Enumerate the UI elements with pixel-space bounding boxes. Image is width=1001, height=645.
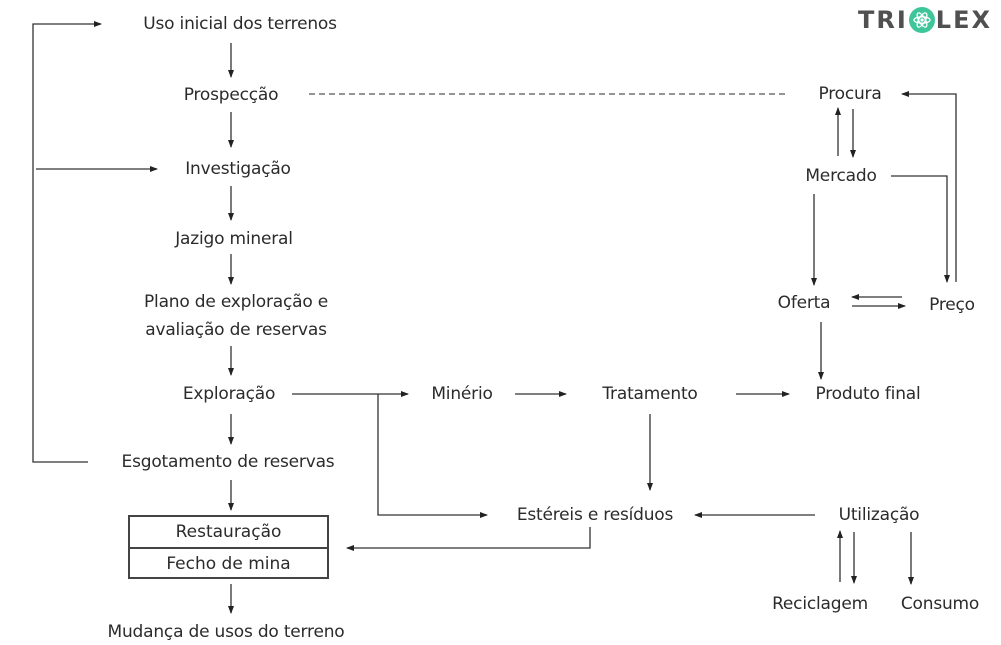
node-produto-final: Produto final [815, 384, 921, 404]
arrow-mercado-to-preco [891, 175, 950, 283]
node-consumo: Consumo [900, 594, 980, 614]
logo-text-left: TRI [858, 6, 908, 34]
node-minerio: Minério [431, 384, 493, 404]
loop-esgotamento-to-uso [32, 21, 102, 463]
logo-text-right: LEX [935, 6, 992, 34]
node-exploracao: Exploração [182, 384, 276, 404]
arrow-estereis-to-box [346, 527, 591, 551]
node-fecho-de-mina: Fecho de mina [130, 547, 327, 579]
node-plano-line2: avaliação de reservas [145, 320, 327, 340]
node-esgotamento: Esgotamento de reservas [121, 452, 335, 472]
node-jazigo: Jazigo mineral [175, 229, 293, 249]
node-utilizacao: Utilização [838, 505, 920, 525]
node-investigacao: Investigação [185, 159, 291, 179]
node-uso-inicial: Uso inicial dos terrenos [143, 14, 337, 34]
node-reciclagem: Reciclagem [772, 594, 868, 614]
node-restauracao: Restauração [175, 522, 282, 542]
node-preco: Preço [929, 295, 975, 315]
arrow-exploracao-to-estereis [377, 394, 488, 518]
node-prospeccao: Prospecção [183, 85, 279, 105]
node-restauracao-fecho-box: Restauração Fecho de mina [128, 515, 329, 579]
arrow-preco-to-procura [901, 91, 957, 282]
node-oferta: Oferta [777, 293, 831, 313]
node-tratamento: Tratamento [602, 384, 698, 404]
node-mercado: Mercado [805, 166, 877, 186]
atom-icon [908, 7, 935, 33]
node-estereis: Estéreis e resíduos [516, 505, 674, 525]
node-mudanca: Mudança de usos do terreno [107, 622, 345, 642]
node-plano-line1: Plano de exploração e [144, 292, 328, 312]
trioplex-logo: TRI LEX [858, 6, 992, 34]
node-procura: Procura [818, 84, 882, 104]
